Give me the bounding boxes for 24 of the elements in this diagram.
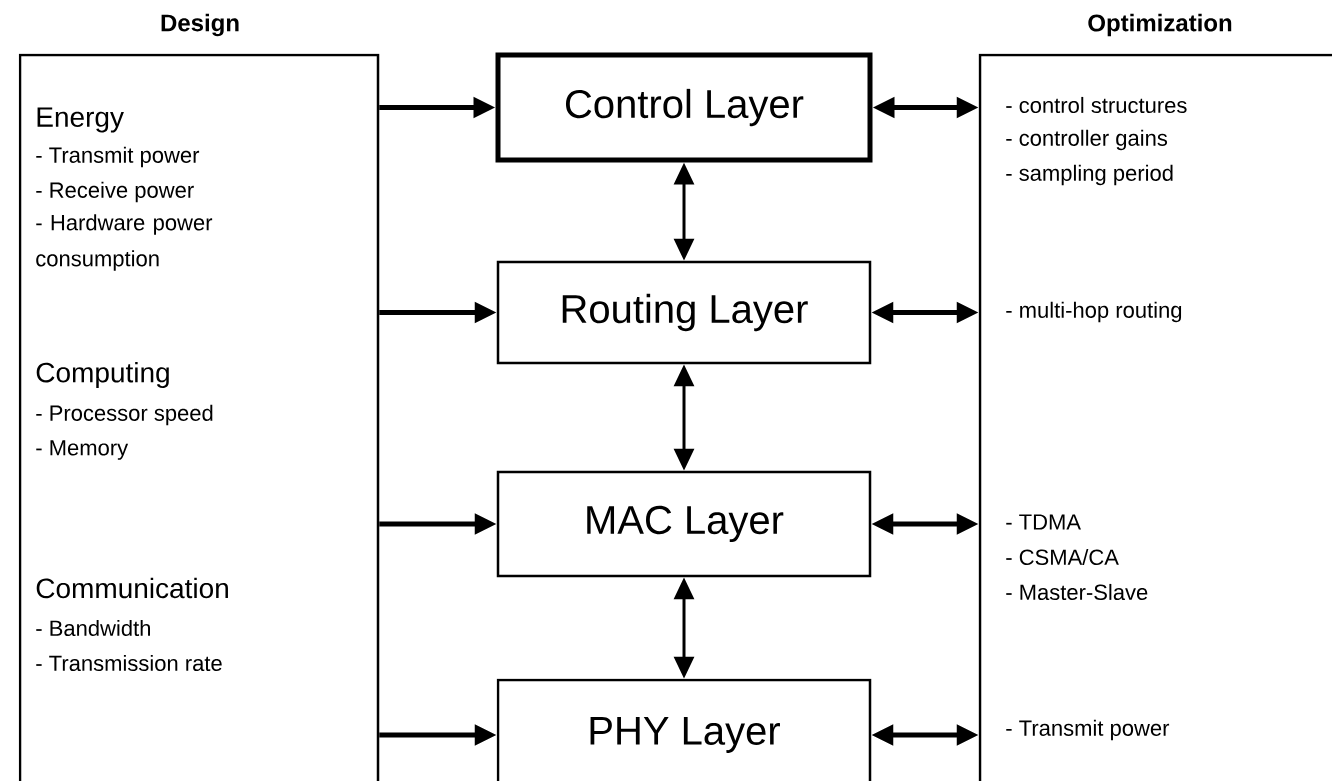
list-item: - Transmission rate [36,654,222,672]
list-item: - multi-hop routing [1006,301,1182,323]
layer-box: Control Layer [495,52,873,163]
layer-box: PHY Layer [496,678,872,781]
column-heading: Design [161,13,239,37]
list-item: - Bandwidth [36,619,150,637]
layer-box: MAC Layer [496,470,872,578]
list-item: - sampling period [1006,164,1173,186]
list-item: - Memory [36,440,129,460]
column-heading: Optimization [1088,13,1232,37]
list-item: - Receive power [36,181,194,203]
layer-box: Routing Layer [496,260,872,365]
group-heading: Communication [36,577,228,599]
list-item: - Transmit power [36,146,200,168]
list-item: - controller gains [1006,129,1168,151]
list-item: - Hardware power consumption [36,214,213,271]
list-item: - Master-Slave [1006,583,1148,601]
group-heading: Energy [37,107,124,133]
list-item: - control structures [1006,96,1187,114]
list-item: - Transmit power [1006,719,1170,741]
list-item: - CSMA/CA [1006,548,1119,566]
list-item: - Processor speed [36,404,213,426]
list-item: - TDMA [1006,514,1081,530]
group-heading: Computing [36,361,169,389]
